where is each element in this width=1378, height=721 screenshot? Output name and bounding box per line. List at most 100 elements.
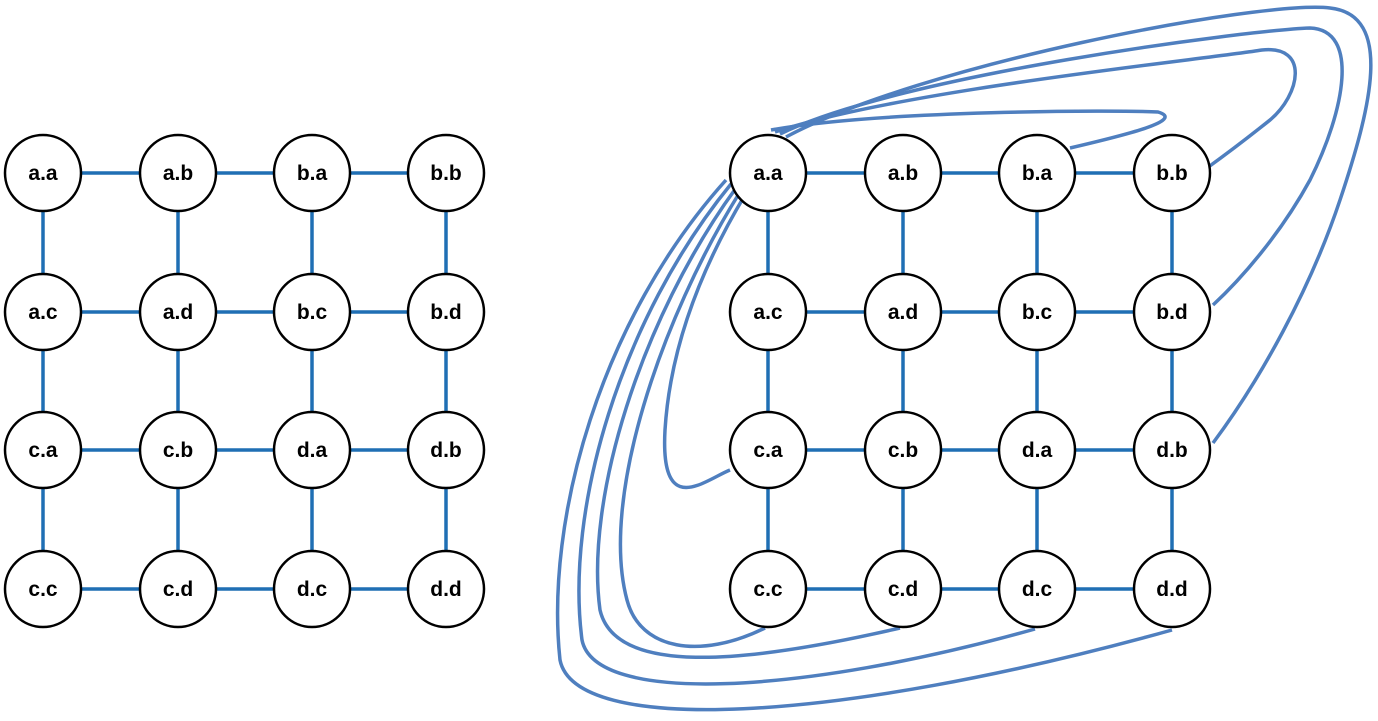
node-a-a: a.a [3, 133, 83, 213]
node-c-b: c.b [863, 410, 943, 490]
node-d-d: d.d [406, 549, 486, 629]
node-a-c: a.c [3, 272, 83, 352]
node-circle [406, 272, 486, 352]
node-circle [3, 410, 83, 490]
node-label: b.d [430, 301, 462, 324]
node-circle [863, 549, 943, 629]
node-label: a.a [753, 162, 783, 185]
node-circle [272, 549, 352, 629]
node-circle [728, 133, 808, 213]
node-b-d: b.d [1132, 272, 1212, 352]
node-label: c.d [888, 578, 918, 601]
node-circle [728, 272, 808, 352]
node-a-c: a.c [728, 272, 808, 352]
node-label: d.d [430, 578, 462, 601]
node-b-a: b.a [272, 133, 352, 213]
node-c-a: c.a [728, 410, 808, 490]
node-label: c.d [163, 578, 193, 601]
node-label: b.a [297, 162, 328, 185]
long-edge-a-a-to-c-d [595, 186, 901, 660]
node-circle [272, 133, 352, 213]
node-label: d.c [1022, 578, 1053, 601]
node-circle [3, 549, 83, 629]
node-circle [138, 133, 218, 213]
node-circle [997, 549, 1077, 629]
node-c-d: c.d [138, 549, 218, 629]
node-d-a: d.a [272, 410, 352, 490]
node-circle [138, 410, 218, 490]
node-circle [997, 410, 1077, 490]
node-d-a: d.a [997, 410, 1077, 490]
node-label: c.a [28, 439, 58, 462]
node-circle [1132, 549, 1212, 629]
node-label: b.b [430, 162, 462, 185]
node-label: c.c [28, 578, 58, 601]
long-link-edges [555, 5, 1373, 712]
node-label: a.b [888, 162, 918, 185]
node-c-c: c.c [728, 549, 808, 629]
node-a-b: a.b [138, 133, 218, 213]
node-label: c.a [753, 439, 783, 462]
node-circle [728, 549, 808, 629]
node-label: d.b [1156, 439, 1188, 462]
node-label: d.c [297, 578, 328, 601]
long-edge-a-a-to-b-a [770, 109, 1167, 150]
node-circle [406, 133, 486, 213]
node-label: b.c [1022, 301, 1053, 324]
node-label: b.c [297, 301, 328, 324]
node-label: b.d [1156, 301, 1188, 324]
node-label: c.b [888, 439, 918, 462]
mesh-with-long-links-edges [766, 171, 1174, 591]
node-d-c: d.c [272, 549, 352, 629]
node-label: d.a [297, 439, 328, 462]
node-c-a: c.a [3, 410, 83, 490]
long-edge-a-a-to-c-a [662, 194, 747, 490]
node-d-b: d.b [1132, 410, 1212, 490]
node-label: b.b [1156, 162, 1188, 185]
node-circle [272, 272, 352, 352]
node-circle [863, 133, 943, 213]
long-edge-a-a-to-c-c [618, 191, 766, 649]
node-label: b.a [1022, 162, 1053, 185]
node-a-d: a.d [138, 272, 218, 352]
node-b-b: b.b [406, 133, 486, 213]
node-circle [997, 272, 1077, 352]
long-edge-a-a-to-d-b [785, 5, 1373, 445]
node-label: c.b [163, 439, 193, 462]
node-label: d.a [1022, 439, 1053, 462]
node-d-c: d.c [997, 549, 1077, 629]
node-circle [138, 549, 218, 629]
node-circle [863, 410, 943, 490]
node-label: a.d [163, 301, 193, 324]
node-label: a.b [163, 162, 193, 185]
node-a-d: a.d [863, 272, 943, 352]
node-d-d: d.d [1132, 549, 1212, 629]
node-label: d.d [1156, 578, 1188, 601]
node-label: a.c [28, 301, 58, 324]
node-b-b: b.b [1132, 133, 1212, 213]
long-edge-a-a-to-b-d [779, 26, 1344, 307]
node-circle [1132, 272, 1212, 352]
node-circle [728, 410, 808, 490]
long-edge-a-a-to-d-d [555, 178, 1173, 712]
node-d-b: d.b [406, 410, 486, 490]
node-circle [138, 272, 218, 352]
long-edge-a-a-to-d-c [577, 182, 1036, 686]
node-label: d.b [430, 439, 462, 462]
node-a-a: a.a [728, 133, 808, 213]
node-label: a.d [888, 301, 918, 324]
node-circle [272, 410, 352, 490]
node-b-c: b.c [997, 272, 1077, 352]
node-a-b: a.b [863, 133, 943, 213]
long-edge-a-a-to-b-b [774, 48, 1297, 170]
node-circle [406, 410, 486, 490]
node-label: a.c [753, 301, 783, 324]
mesh-nodes: a.a a.b b.a b.b a.c a.d b.c b.d c.a c.b d.a d.b c.c c… [3, 133, 486, 629]
node-circle [863, 272, 943, 352]
node-b-c: b.c [272, 272, 352, 352]
node-circle [3, 133, 83, 213]
mesh-edges [41, 171, 448, 591]
node-circle [1132, 133, 1212, 213]
node-circle [3, 272, 83, 352]
